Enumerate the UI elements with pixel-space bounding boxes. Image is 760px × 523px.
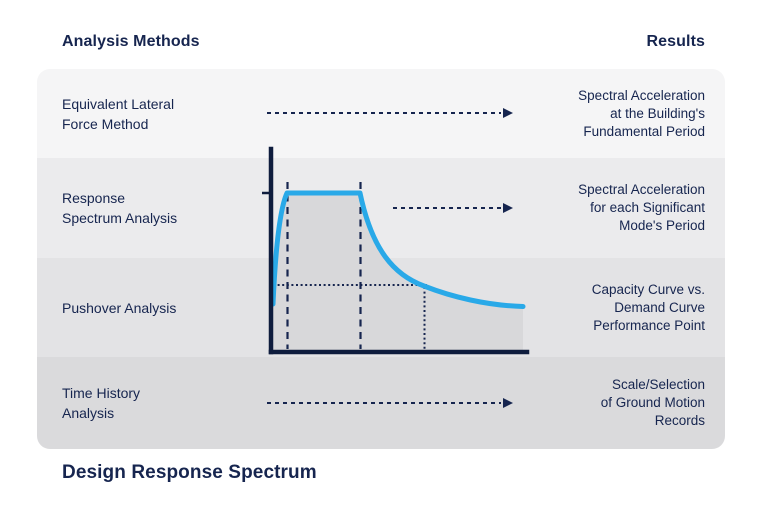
response-spectrum-curve — [270, 190, 526, 309]
arrow-dashed-line — [267, 111, 501, 115]
results-header: Results — [646, 33, 705, 50]
result-label: Spectral Acceleration at the Building's … — [578, 87, 705, 139]
result-label: Scale/Selection of Ground Motion Records — [600, 377, 705, 428]
result-label: Capacity Curve vs. Demand Curve Performa… — [591, 281, 705, 333]
result-label: Spectral Acceleration for each Significa… — [578, 182, 705, 233]
method-label: Response Spectrum Analysis — [62, 190, 178, 226]
method-label: Time History Analysis — [62, 385, 141, 421]
flow-arrow-row2 — [393, 201, 513, 215]
row-response-spectrum-analysis: Response Spectrum Analysis Spectral Acce… — [37, 158, 725, 258]
arrow-dashed-line — [393, 206, 501, 210]
design-response-spectrum-chart — [262, 146, 530, 355]
flow-arrow-row4 — [267, 396, 513, 410]
analysis-methods-header: Analysis Methods — [62, 33, 200, 50]
method-label: Pushover Analysis — [62, 299, 177, 316]
arrowhead-icon — [503, 108, 513, 118]
method-label: Equivalent Lateral Force Method — [62, 95, 175, 132]
arrow-dashed-line — [267, 401, 501, 405]
arrowhead-icon — [503, 398, 513, 408]
arrowhead-icon — [503, 203, 513, 213]
flow-arrow-row1 — [267, 106, 513, 120]
chart-title: Design Response Spectrum — [62, 462, 317, 483]
row-equivalent-lateral-force-method: Equivalent Lateral Force Method Spectral… — [37, 69, 725, 158]
